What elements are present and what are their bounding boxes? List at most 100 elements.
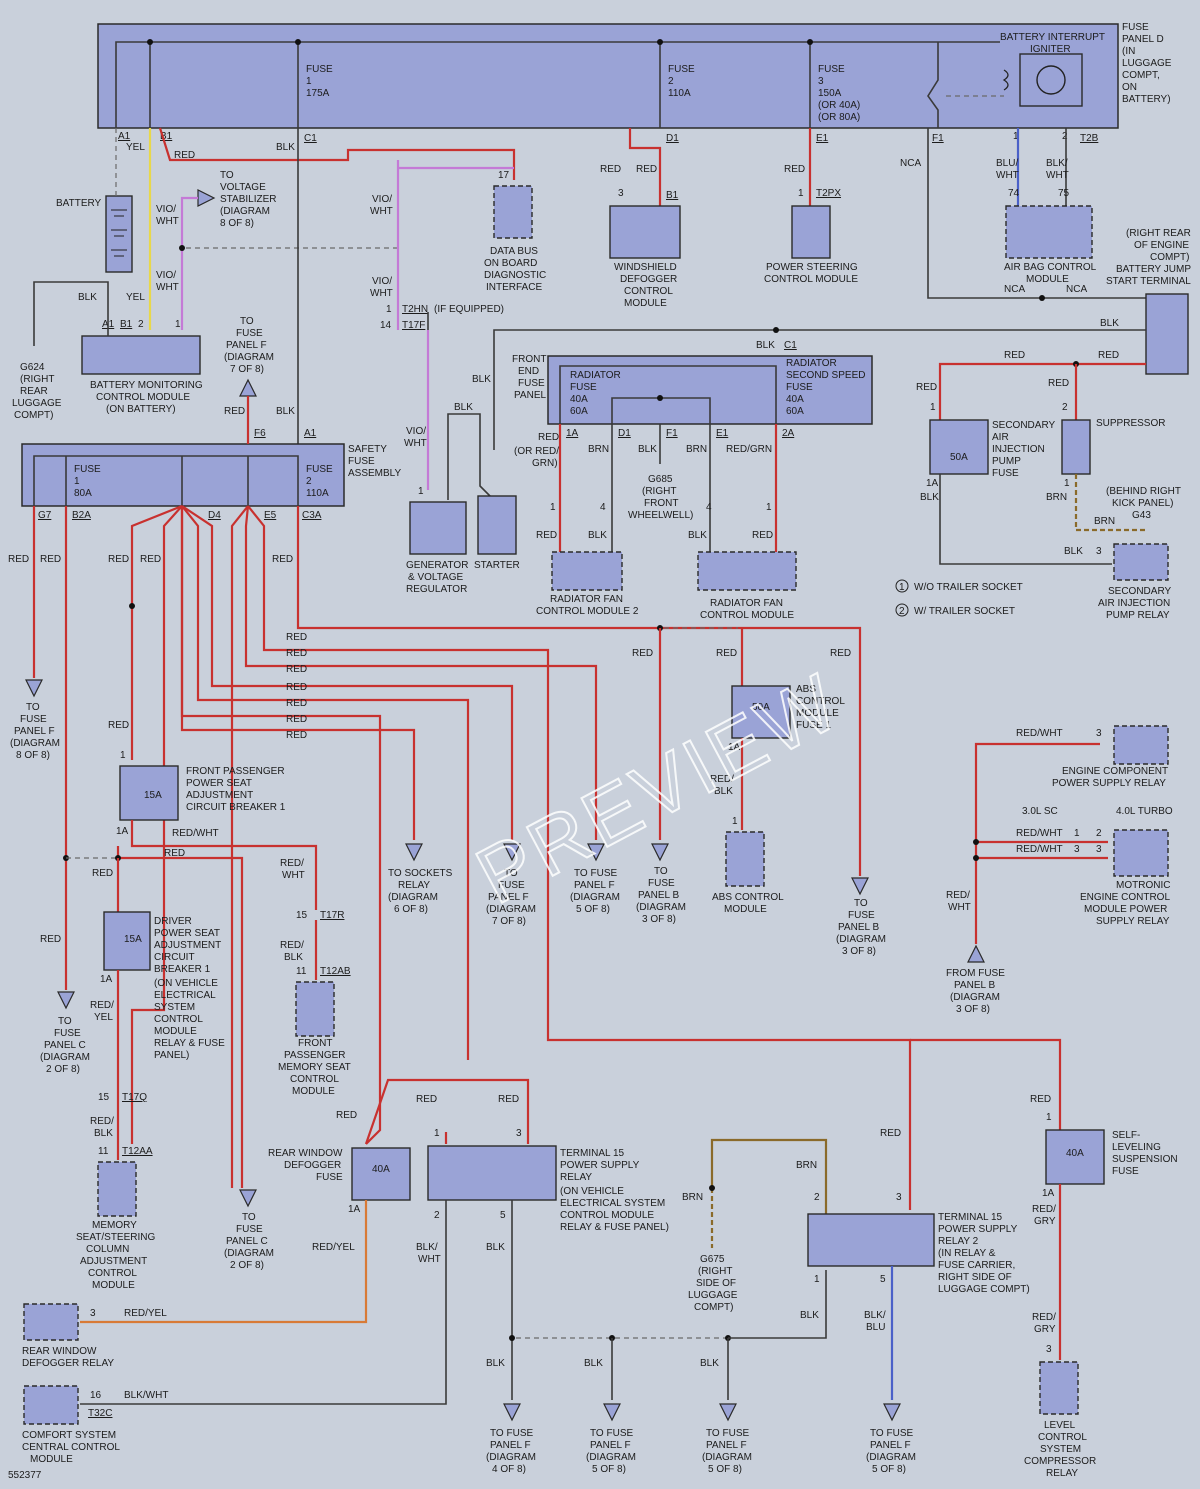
svg-text:BRN: BRN: [686, 444, 707, 455]
svg-text:1: 1: [930, 402, 936, 413]
svg-text:FUSE: FUSE: [668, 64, 695, 75]
svg-text:COLUMN: COLUMN: [86, 1244, 129, 1255]
svg-text:GENERATOR: GENERATOR: [406, 560, 468, 571]
svg-text:RED/: RED/: [946, 890, 970, 901]
svg-text:3: 3: [896, 1192, 902, 1203]
svg-text:2: 2: [434, 1210, 440, 1221]
svg-text:BATTERY INTERRUPT: BATTERY INTERRUPT: [1000, 32, 1105, 43]
svg-text:T2PX: T2PX: [816, 188, 841, 199]
svg-text:RED: RED: [1030, 1094, 1051, 1105]
svg-text:TO FUSE: TO FUSE: [490, 1428, 533, 1439]
svg-text:RED: RED: [784, 164, 805, 175]
svg-text:G685: G685: [648, 474, 673, 485]
self-leveling-suspension-fuse: [1045, 1129, 1105, 1185]
svg-text:YEL: YEL: [94, 1012, 113, 1023]
svg-text:(DIAGRAM: (DIAGRAM: [224, 1248, 274, 1259]
svg-text:BLK/: BLK/: [1046, 158, 1068, 169]
svg-text:50A: 50A: [752, 702, 770, 713]
svg-text:ADJUSTMENT: ADJUSTMENT: [154, 940, 221, 951]
svg-text:SUPPLY RELAY: SUPPLY RELAY: [1096, 916, 1170, 927]
svg-text:3: 3: [1096, 728, 1102, 739]
svg-text:NCA: NCA: [1004, 284, 1025, 295]
svg-text:RED: RED: [40, 554, 61, 565]
svg-text:CONTROL: CONTROL: [624, 286, 673, 297]
svg-text:T2HN: T2HN: [402, 304, 428, 315]
svg-text:RED: RED: [1098, 350, 1119, 361]
svg-text:MODULE: MODULE: [92, 1280, 135, 1291]
svg-text:SIDE OF: SIDE OF: [696, 1278, 736, 1289]
svg-text:(RIGHT: (RIGHT: [642, 486, 676, 497]
svg-text:8 OF 8): 8 OF 8): [220, 218, 254, 229]
svg-text:BLK: BLK: [486, 1242, 505, 1253]
svg-text:F1: F1: [932, 133, 944, 144]
svg-text:RADIATOR FAN: RADIATOR FAN: [550, 594, 623, 605]
svg-text:BLK: BLK: [78, 292, 97, 303]
svg-text:(DIAGRAM: (DIAGRAM: [224, 352, 274, 363]
svg-text:F6: F6: [254, 428, 266, 439]
svg-text:PANEL C: PANEL C: [226, 1236, 268, 1247]
svg-text:SAFETY: SAFETY: [348, 444, 387, 455]
svg-text:FRONT: FRONT: [512, 354, 546, 365]
svg-text:T2B: T2B: [1080, 133, 1099, 144]
svg-text:1: 1: [1013, 131, 1019, 142]
svg-text:MOTRONIC: MOTRONIC: [1116, 880, 1170, 891]
svg-text:15: 15: [296, 910, 308, 921]
svg-text:WHT: WHT: [418, 1254, 441, 1265]
to-fuse-panel-b-c: [651, 843, 669, 862]
svg-text:RED: RED: [140, 554, 161, 565]
svg-text:BLK: BLK: [756, 340, 775, 351]
svg-text:40A: 40A: [1066, 1148, 1084, 1159]
svg-text:POWER SEAT: POWER SEAT: [154, 928, 220, 939]
svg-text:5: 5: [880, 1274, 886, 1285]
svg-text:8 OF 8): 8 OF 8): [16, 750, 50, 761]
svg-text:MODULE: MODULE: [1026, 274, 1069, 285]
svg-text:FUSE CARRIER,: FUSE CARRIER,: [938, 1260, 1015, 1271]
svg-text:FUSE: FUSE: [570, 382, 597, 393]
svg-text:FUSE: FUSE: [648, 878, 675, 889]
svg-text:RED: RED: [600, 164, 621, 175]
svg-text:40A: 40A: [570, 394, 588, 405]
svg-text:BATTERY: BATTERY: [56, 198, 102, 209]
svg-text:5 OF 8): 5 OF 8): [576, 904, 610, 915]
svg-text:ASSEMBLY: ASSEMBLY: [348, 468, 401, 479]
svg-text:CONTROL MODULE: CONTROL MODULE: [96, 392, 190, 403]
svg-text:G43: G43: [1132, 510, 1151, 521]
svg-text:D1: D1: [666, 133, 679, 144]
svg-text:LUGGAGE COMPT): LUGGAGE COMPT): [938, 1284, 1030, 1295]
rear-window-defogger-relay: [23, 1303, 79, 1341]
svg-text:RED: RED: [286, 648, 307, 659]
battery-interrupt-igniter: [1019, 53, 1083, 107]
svg-text:3: 3: [516, 1128, 522, 1139]
svg-text:17: 17: [498, 170, 510, 181]
svg-text:VIO/: VIO/: [372, 194, 392, 205]
svg-text:1A: 1A: [926, 478, 939, 489]
svg-text:POWER STEERING: POWER STEERING: [766, 262, 858, 273]
svg-text:MODULE: MODULE: [624, 298, 667, 309]
svg-text:80A: 80A: [74, 488, 92, 499]
svg-text:FUSE: FUSE: [54, 1028, 81, 1039]
svg-text:ABS: ABS: [796, 684, 816, 695]
svg-text:(BEHIND RIGHT: (BEHIND RIGHT: [1106, 486, 1181, 497]
svg-text:RED: RED: [174, 150, 195, 161]
svg-text:4: 4: [706, 502, 712, 513]
svg-text:REAR WINDOW: REAR WINDOW: [268, 1148, 343, 1159]
svg-text:2A: 2A: [782, 428, 795, 439]
svg-text:110A: 110A: [668, 88, 691, 99]
svg-text:FUSE: FUSE: [1112, 1166, 1139, 1177]
svg-text:NCA: NCA: [900, 158, 921, 169]
motronic-power-supply-relay: [1113, 829, 1169, 877]
svg-text:T12AA: T12AA: [122, 1146, 153, 1157]
svg-text:B2A: B2A: [72, 510, 91, 521]
svg-text:DRIVER: DRIVER: [154, 916, 192, 927]
svg-text:T12AB: T12AB: [320, 966, 351, 977]
svg-text:TERMINAL 15: TERMINAL 15: [560, 1148, 625, 1159]
svg-text:T17Q: T17Q: [122, 1092, 147, 1103]
svg-text:3: 3: [1096, 844, 1102, 855]
svg-text:POWER SUPPLY: POWER SUPPLY: [560, 1160, 640, 1171]
svg-text:SYSTEM: SYSTEM: [1040, 1444, 1081, 1455]
svg-text:PANEL F: PANEL F: [226, 340, 267, 351]
level-control-system-compressor-relay: [1039, 1361, 1079, 1415]
to-fuse-panel-f-w: [603, 1403, 621, 1422]
svg-text:1A: 1A: [728, 742, 741, 753]
